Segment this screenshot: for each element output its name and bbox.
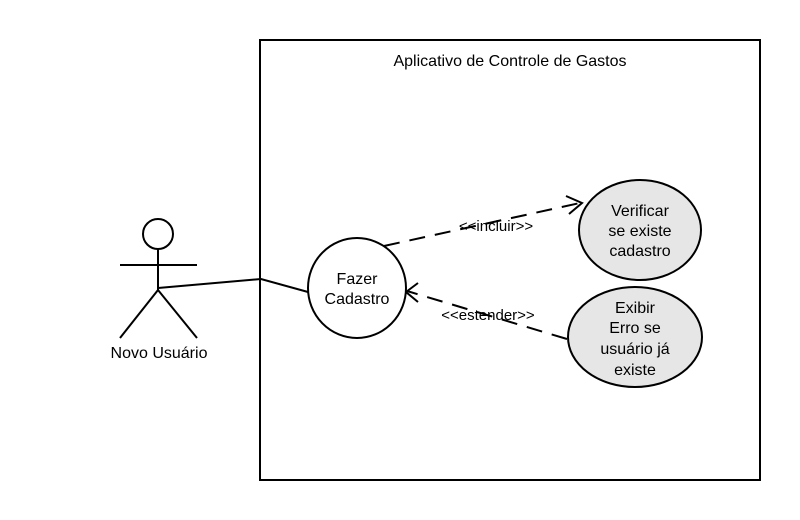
use-case-verificar-line-3: cadastro: [609, 243, 670, 260]
actor-right-leg: [157, 289, 198, 339]
use-case-fazer-cadastro-line-1: Fazer: [337, 271, 379, 288]
system-title: Aplicativo de Controle de Gastos: [393, 53, 626, 70]
system-boundary: [259, 39, 761, 481]
association-line: [157, 277, 309, 293]
actor-novo-usuario: [119, 218, 198, 339]
include-arrow-line: [383, 202, 581, 247]
actor-left-leg: [119, 289, 159, 339]
use-case-exibir-erro-line-1: Exibir: [615, 300, 656, 317]
use-case-fazer-cadastro: [307, 237, 407, 339]
extend-label: <<estender>>: [441, 307, 535, 324]
use-case-exibir-erro: [567, 286, 703, 388]
actor-head: [142, 218, 174, 250]
use-case-exibir-erro-line-2: Erro se: [609, 320, 661, 337]
extend-arrow-line: [406, 290, 568, 340]
include-arrowhead: [565, 195, 584, 215]
use-case-exibir-erro-line-3: usuário já: [600, 341, 669, 358]
include-label: <<incluir>>: [459, 218, 533, 235]
use-case-verificar-line-2: se existe: [608, 223, 671, 240]
use-case-exibir-erro-line-4: existe: [614, 362, 656, 379]
use-case-fazer-cadastro-line-2: Cadastro: [325, 291, 390, 308]
use-case-verificar: [578, 179, 702, 281]
use-case-verificar-line-1: Verificar: [611, 203, 669, 220]
actor-label: Novo Usuário: [111, 345, 208, 362]
